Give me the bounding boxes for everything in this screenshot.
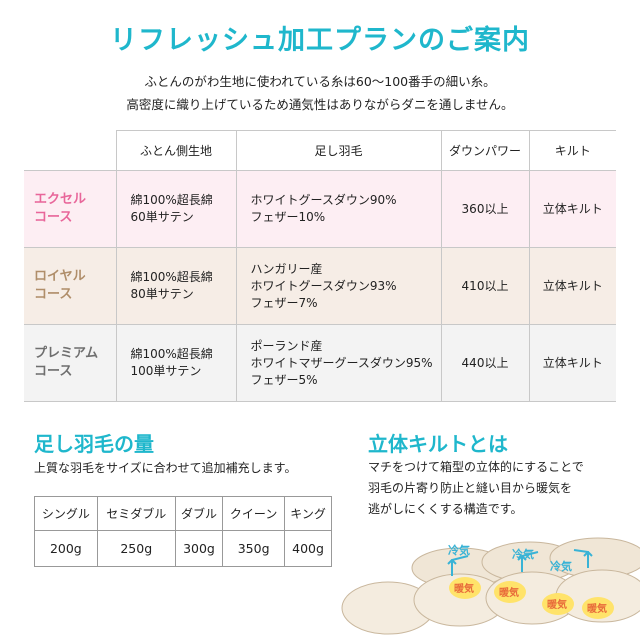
size-king: キング xyxy=(284,496,332,531)
header-quilt: キルト xyxy=(528,130,616,171)
amount-text: 上質な羽毛をサイズに合わせて追加補充します。 xyxy=(34,461,297,475)
intro-text: ふとんのがわ生地に使われている糸は60～100番手の細い糸。 高密度に織り上げて… xyxy=(0,70,640,116)
warm-air-label: 暖気 xyxy=(499,586,519,599)
cold-air-label: 冷気 xyxy=(512,547,534,561)
cold-air-label: 冷気 xyxy=(448,543,470,557)
course-name-line: コース xyxy=(34,364,73,379)
course-table: ふとん側生地 足し羽毛 ダウンパワー キルト エクセル コース 綿100%超長綿… xyxy=(24,130,616,402)
fabric-cell: 綿100%超長綿 60単サテン xyxy=(115,170,237,248)
weight-table: シングル セミダブル ダブル クイーン キング 200g 250g 300g 3… xyxy=(34,496,332,567)
amount-title: 足し羽毛の量 xyxy=(34,432,154,456)
quilt-cell: 立体キルト xyxy=(528,247,616,325)
feather-cell: ホワイトグースダウン90% フェザー10% xyxy=(235,170,442,248)
quilt-text-line: 逃がしにくくする構造です。 xyxy=(368,502,523,516)
weight-double: 300g xyxy=(174,530,224,567)
header-feather: 足し羽毛 xyxy=(235,130,442,171)
course-table-header: ふとん側生地 足し羽毛 ダウンパワー キルト xyxy=(24,130,616,171)
header-blank xyxy=(24,130,117,171)
fabric-line: 綿100%超長綿 xyxy=(130,347,213,361)
feather-line: ポーランド産 xyxy=(250,338,323,353)
feather-line: ホワイトマザーグースダウン95% xyxy=(250,355,433,370)
warm-air-badges xyxy=(449,577,614,619)
header-down-power: ダウンパワー xyxy=(440,130,530,171)
weight-table-weights: 200g 250g 300g 350g 400g xyxy=(34,530,332,567)
quilt-text-line: マチをつけて箱型の立体的にすることで xyxy=(368,460,584,474)
fabric-cell: 綿100%超長綿 80単サテン xyxy=(115,247,237,325)
weight-semi-double: 250g xyxy=(96,530,176,567)
quilt-front-row xyxy=(341,569,640,635)
feather-line: ホワイトグースダウン93% xyxy=(250,278,397,293)
page-title: リフレッシュ加工プランのご案内 xyxy=(110,25,530,56)
course-name: プレミアム コース xyxy=(24,324,117,402)
feather-line: フェザー7% xyxy=(250,295,318,310)
table-row-premium: プレミアム コース 綿100%超長綿 100単サテン ポーランド産 ホワイトマザ… xyxy=(24,324,616,402)
fabric-line: 80単サテン xyxy=(130,287,194,301)
feather-cell: ハンガリー産 ホワイトグースダウン93% フェザー7% xyxy=(235,247,442,325)
fabric-line: 100単サテン xyxy=(130,364,202,378)
cold-air-arrows xyxy=(447,549,593,576)
fabric-line: 綿100%超長綿 xyxy=(130,270,213,284)
down-power-cell: 360以上 xyxy=(440,170,530,248)
header-fabric: ふとん側生地 xyxy=(115,130,237,171)
weight-king: 400g xyxy=(284,530,332,567)
down-power-cell: 440以上 xyxy=(440,324,530,402)
course-name-line: コース xyxy=(34,210,73,225)
fabric-line: 綿100%超長綿 xyxy=(130,193,213,207)
quilt-cell: 立体キルト xyxy=(528,324,616,402)
feather-line: フェザー5% xyxy=(250,372,318,387)
intro-line-1: ふとんのがわ生地に使われている糸は60～100番手の細い糸。 xyxy=(144,74,496,89)
size-single: シングル xyxy=(34,496,98,531)
quilt-text-line: 羽毛の片寄り防止と縫い目から暖気を xyxy=(368,481,573,495)
quilt-text: マチをつけて箱型の立体的にすることで 羽毛の片寄り防止と縫い目から暖気を 逃がし… xyxy=(368,457,584,520)
quilt-illustration: 冷気 冷気 冷気 暖気 暖気 暖気 暖気 xyxy=(341,537,640,635)
table-row-excel: エクセル コース 綿100%超長綿 60単サテン ホワイトグースダウン90% フ… xyxy=(24,170,616,248)
size-double: ダブル xyxy=(174,496,224,531)
weight-single: 200g xyxy=(34,530,98,567)
feather-cell: ポーランド産 ホワイトマザーグースダウン95% フェザー5% xyxy=(235,324,442,402)
down-power-cell: 410以上 xyxy=(440,247,530,325)
cold-air-label: 冷気 xyxy=(550,559,572,573)
weight-table-sizes: シングル セミダブル ダブル クイーン キング xyxy=(34,496,332,531)
feather-line: ハンガリー産 xyxy=(250,261,323,276)
weight-queen: 350g xyxy=(222,530,286,567)
size-semi-double: セミダブル xyxy=(96,496,176,531)
course-name: エクセル コース xyxy=(24,170,117,248)
size-queen: クイーン xyxy=(222,496,286,531)
course-name-line: エクセル xyxy=(34,192,87,207)
course-name-line: コース xyxy=(34,287,73,302)
warm-air-label: 暖気 xyxy=(454,582,474,595)
intro-line-2: 高密度に織り上げているため通気性はありながらダニを通しません。 xyxy=(126,97,514,112)
course-name-line: ロイヤル xyxy=(34,269,86,284)
warm-air-label: 暖気 xyxy=(587,602,607,615)
course-name-line: プレミアム xyxy=(34,346,99,361)
table-row-royal: ロイヤル コース 綿100%超長綿 80単サテン ハンガリー産 ホワイトグースダ… xyxy=(24,247,616,325)
warm-air-label: 暖気 xyxy=(547,598,567,611)
quilt-cell: 立体キルト xyxy=(528,170,616,248)
fabric-cell: 綿100%超長綿 100単サテン xyxy=(115,324,237,402)
course-name: ロイヤル コース xyxy=(24,247,117,325)
quilt-title: 立体キルトとは xyxy=(368,432,508,456)
feather-line: ホワイトグースダウン90% xyxy=(250,193,397,207)
feather-line: フェザー10% xyxy=(250,210,326,224)
fabric-line: 60単サテン xyxy=(130,210,194,224)
